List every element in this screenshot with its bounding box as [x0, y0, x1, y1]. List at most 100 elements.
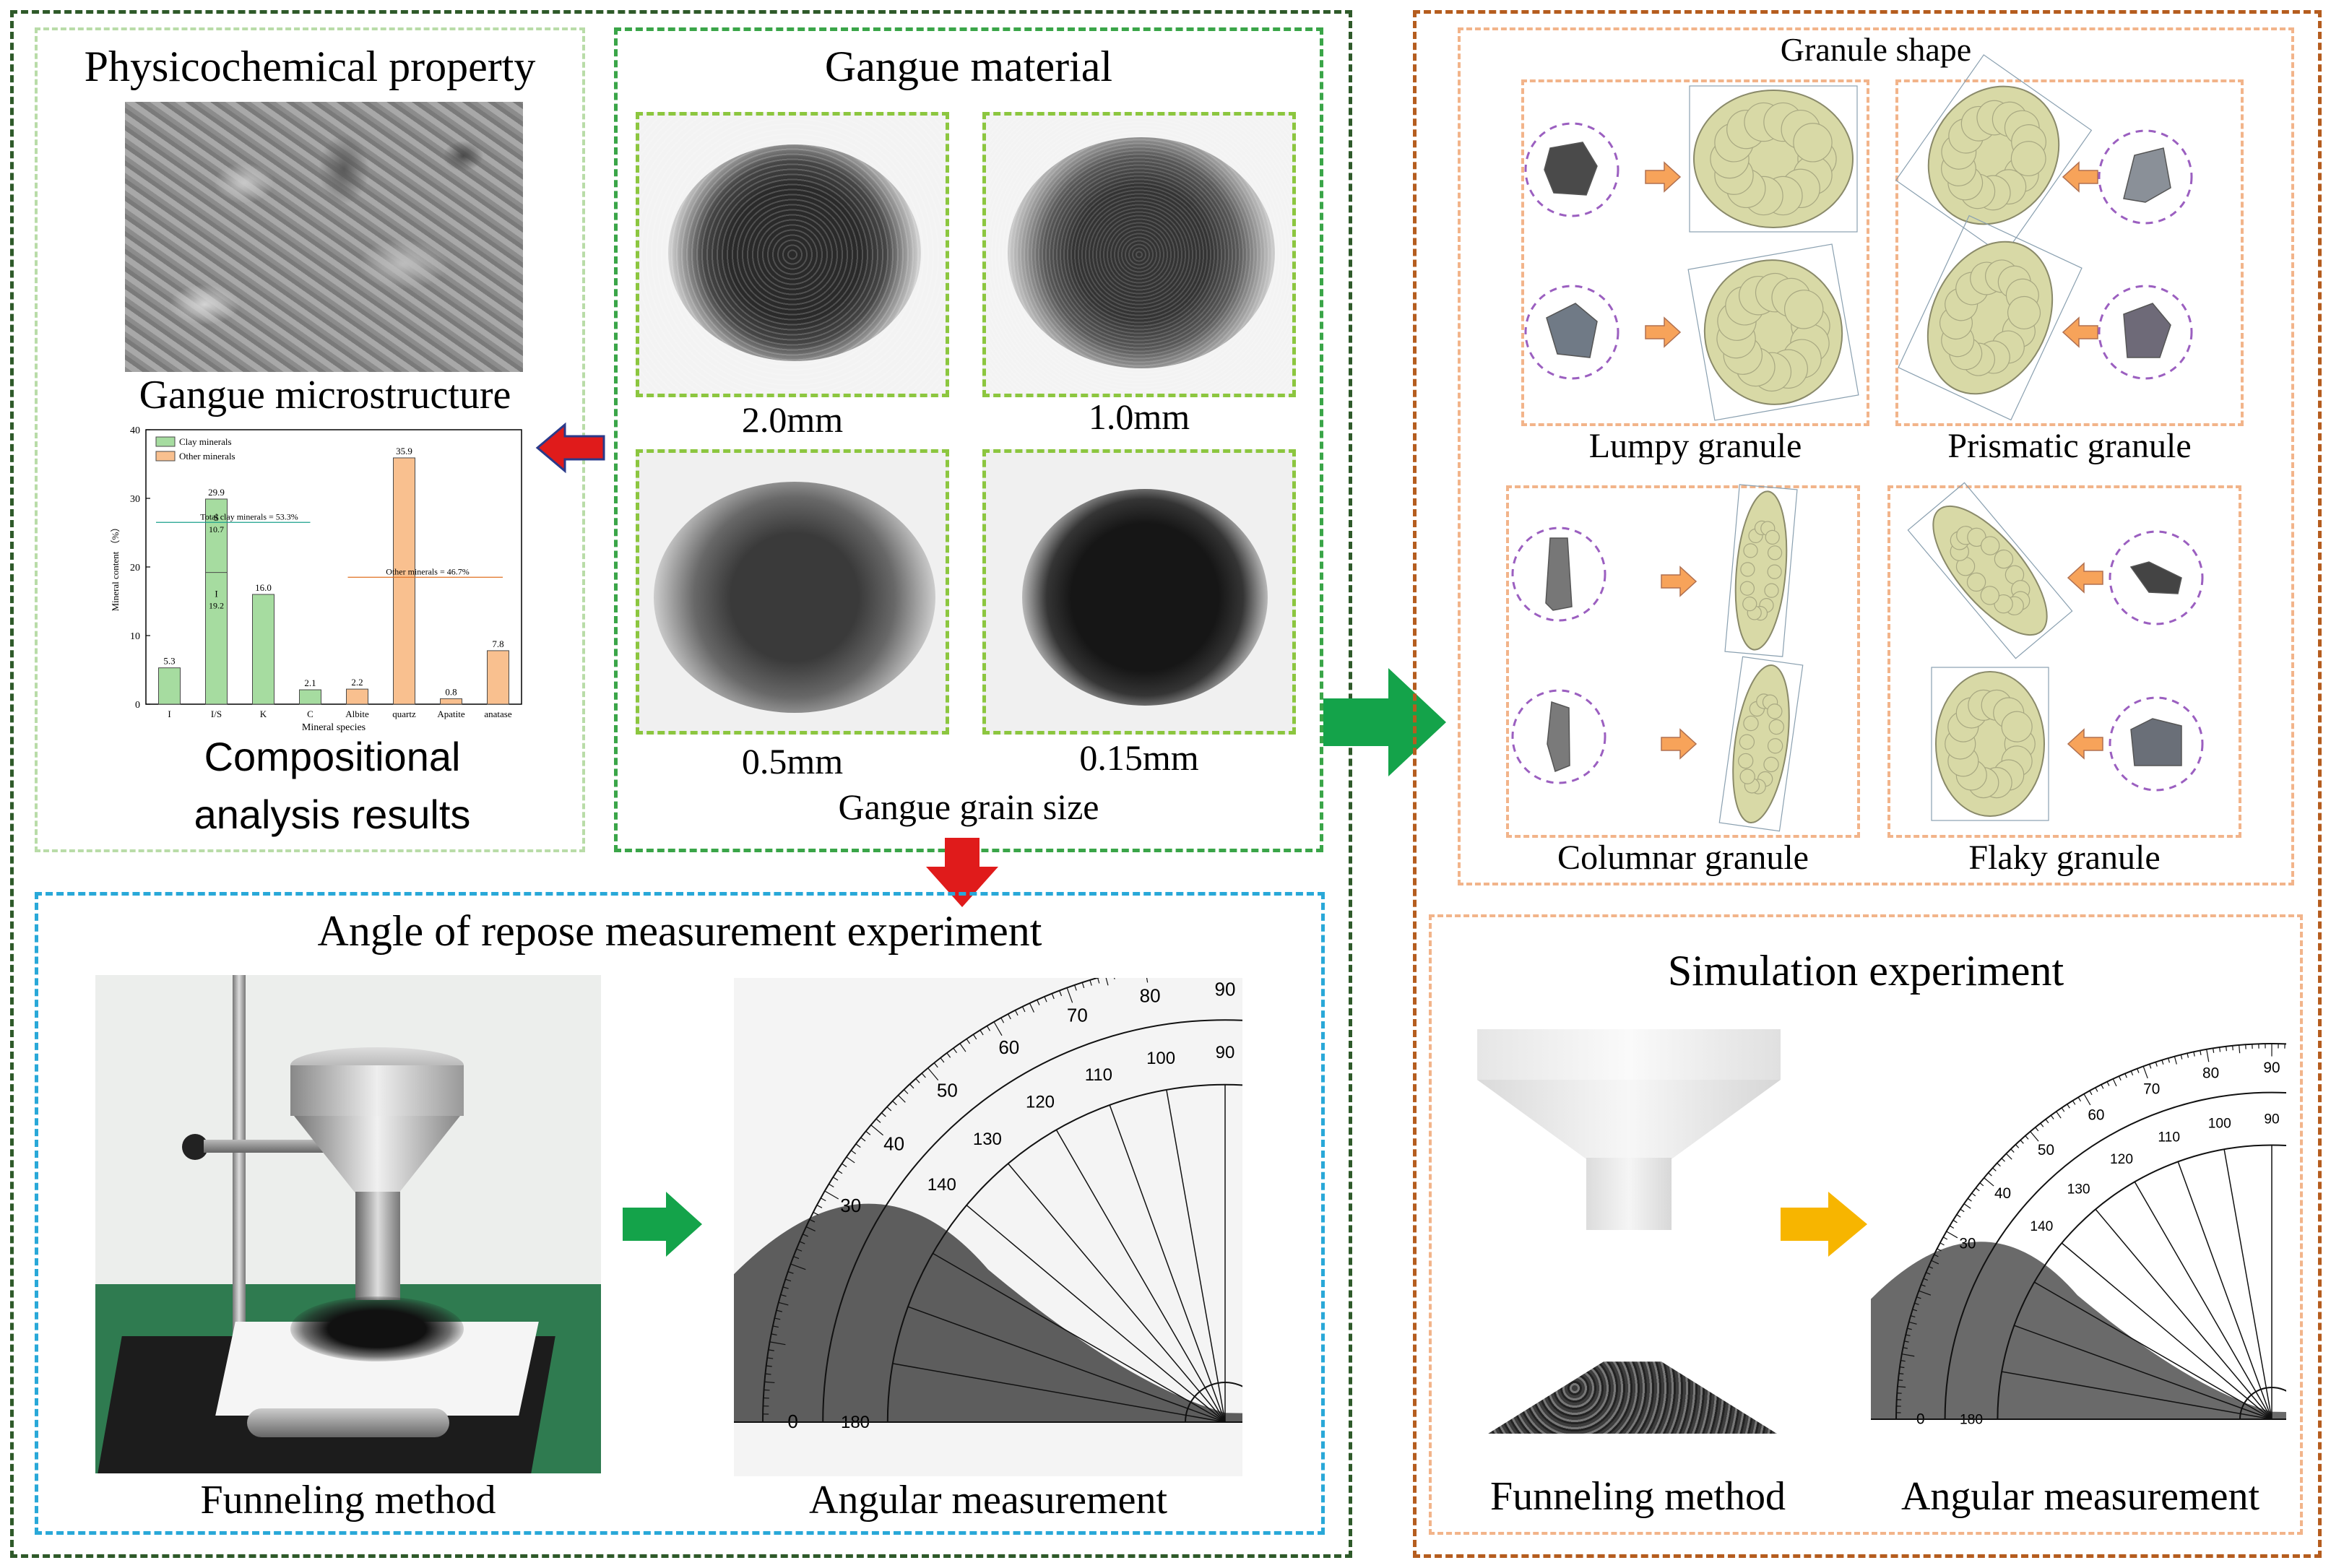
- y-axis-label: Mineral content （%）: [110, 523, 121, 612]
- gangue-pile-real: [734, 1203, 1242, 1422]
- tick: [1946, 1231, 1958, 1239]
- legend-swatch-clay: [155, 436, 176, 447]
- bar-anatase: [487, 650, 509, 705]
- columnar-rock-top: [1545, 537, 1573, 611]
- tick: [796, 1248, 803, 1252]
- protractor-outer-number: 70: [1067, 1005, 1088, 1026]
- tick: [846, 1156, 855, 1164]
- tick: [2106, 1081, 2110, 1086]
- x-tick-label: I: [168, 709, 170, 719]
- tick: [1074, 984, 1077, 991]
- lumpy-circle-top: [1524, 122, 1619, 217]
- prismatic-granule-box: [1895, 79, 2244, 426]
- tick: [774, 1317, 781, 1320]
- protractor-outer-number: 30: [1959, 1235, 1976, 1252]
- angular-measurement-caption-left: Angular measurement: [808, 1478, 1168, 1522]
- granule-body: [1926, 241, 2054, 395]
- tick: [898, 1095, 906, 1103]
- protractor-inner-number: 100: [2208, 1117, 2231, 1132]
- tick: [2149, 1064, 2152, 1069]
- tick: [1956, 1214, 1961, 1218]
- granule-sphere: [1767, 545, 1783, 560]
- protractor-inner-number: 140: [927, 1175, 956, 1195]
- prismatic-rock-bottom: [2123, 303, 2171, 358]
- funneling-method-caption-left: Funneling method: [200, 1478, 496, 1522]
- tick: [972, 1034, 977, 1040]
- tick: [865, 1130, 871, 1135]
- simulation-panel: [1429, 914, 2303, 1535]
- lumpy-arrow-bottom: [1645, 316, 1682, 348]
- tick: [2056, 1111, 2062, 1119]
- other-total-annotation: Other minerals = 46.7%: [386, 566, 469, 576]
- tick: [2187, 1053, 2189, 1058]
- tick: [903, 1089, 909, 1094]
- microstructure-caption: Gangue microstructure: [139, 373, 511, 417]
- tick: [855, 1143, 861, 1148]
- tick: [769, 1341, 786, 1346]
- granule-hull: [1907, 482, 2073, 659]
- granule-body: [1732, 664, 1790, 824]
- tick: [1916, 1296, 1921, 1299]
- columnar-arrow-top: [1661, 566, 1698, 597]
- tick: [1105, 978, 1109, 986]
- size-label-2mm: 2.0mm: [741, 399, 844, 440]
- granule-hull: [1931, 667, 2049, 821]
- granule-sphere: [2007, 295, 2041, 329]
- tick: [832, 1177, 839, 1181]
- y-tick-label: 10: [130, 631, 140, 642]
- tick: [772, 1325, 779, 1328]
- composition-caption-line1: Compositional: [204, 734, 461, 779]
- protractor-radial: [1008, 1163, 1226, 1423]
- tick: [2124, 1073, 2127, 1078]
- granule-sphere: [1793, 123, 1833, 163]
- left-panel: [10, 10, 1352, 1558]
- tick: [2239, 1044, 2241, 1054]
- columnar-arrow-bottom: [1661, 728, 1698, 760]
- tick: [1937, 1248, 1942, 1252]
- flaky-circle-top: [2109, 530, 2204, 625]
- y-tick-label: 0: [135, 700, 140, 711]
- tick: [2089, 1090, 2093, 1096]
- protractor-radial: [966, 1205, 1226, 1423]
- tick: [793, 1256, 800, 1260]
- bar-value-label: 5.3: [163, 656, 175, 667]
- tick: [2077, 1096, 2081, 1102]
- y-tick-label: 40: [130, 425, 140, 436]
- lumpy-rock-bottom: [1546, 303, 1598, 358]
- tick: [2067, 1104, 2070, 1109]
- protractor-inner-number: 120: [1026, 1093, 1055, 1112]
- lumpy-granule-box: [1521, 79, 1869, 426]
- tick: [1899, 1366, 1905, 1369]
- tick: [824, 1190, 839, 1200]
- tick: [1146, 978, 1149, 983]
- flaky-rock-top: [2129, 561, 2182, 594]
- flaky-granule-model-bottom: [1931, 667, 2049, 821]
- tick: [1939, 1242, 1945, 1246]
- tick: [1089, 979, 1092, 986]
- protractor-arc: [762, 978, 1100, 1423]
- granule-hull: [1724, 484, 1798, 657]
- tick: [1926, 1272, 1931, 1275]
- tick: [1942, 1236, 1948, 1240]
- tick: [1051, 993, 1055, 1000]
- tick: [787, 1271, 794, 1274]
- tick: [2112, 1078, 2117, 1087]
- protractor-inner-number: 110: [2158, 1130, 2180, 1145]
- tick: [1910, 1315, 1916, 1318]
- protractor-outer-number: 40: [883, 1132, 904, 1154]
- tick: [1907, 1327, 1912, 1330]
- prismatic-arrow-top: [2062, 161, 2098, 193]
- lumpy-granule-label: Lumpy granule: [1588, 427, 1802, 465]
- protractor-radial: [2002, 1371, 2272, 1420]
- tick: [986, 1026, 991, 1031]
- tick: [2142, 1066, 2148, 1079]
- granule-shape-title: Granule shape: [1780, 31, 1972, 68]
- lumpy-arrow-top: [1645, 161, 1682, 193]
- tick: [1914, 1302, 1919, 1305]
- granule-sphere: [1994, 549, 2014, 569]
- x-axis-label: Mineral species: [302, 722, 366, 733]
- simulation-title: Simulation experiment: [1667, 947, 2064, 995]
- tick: [2226, 1046, 2228, 1052]
- granule-sphere: [1981, 536, 2000, 555]
